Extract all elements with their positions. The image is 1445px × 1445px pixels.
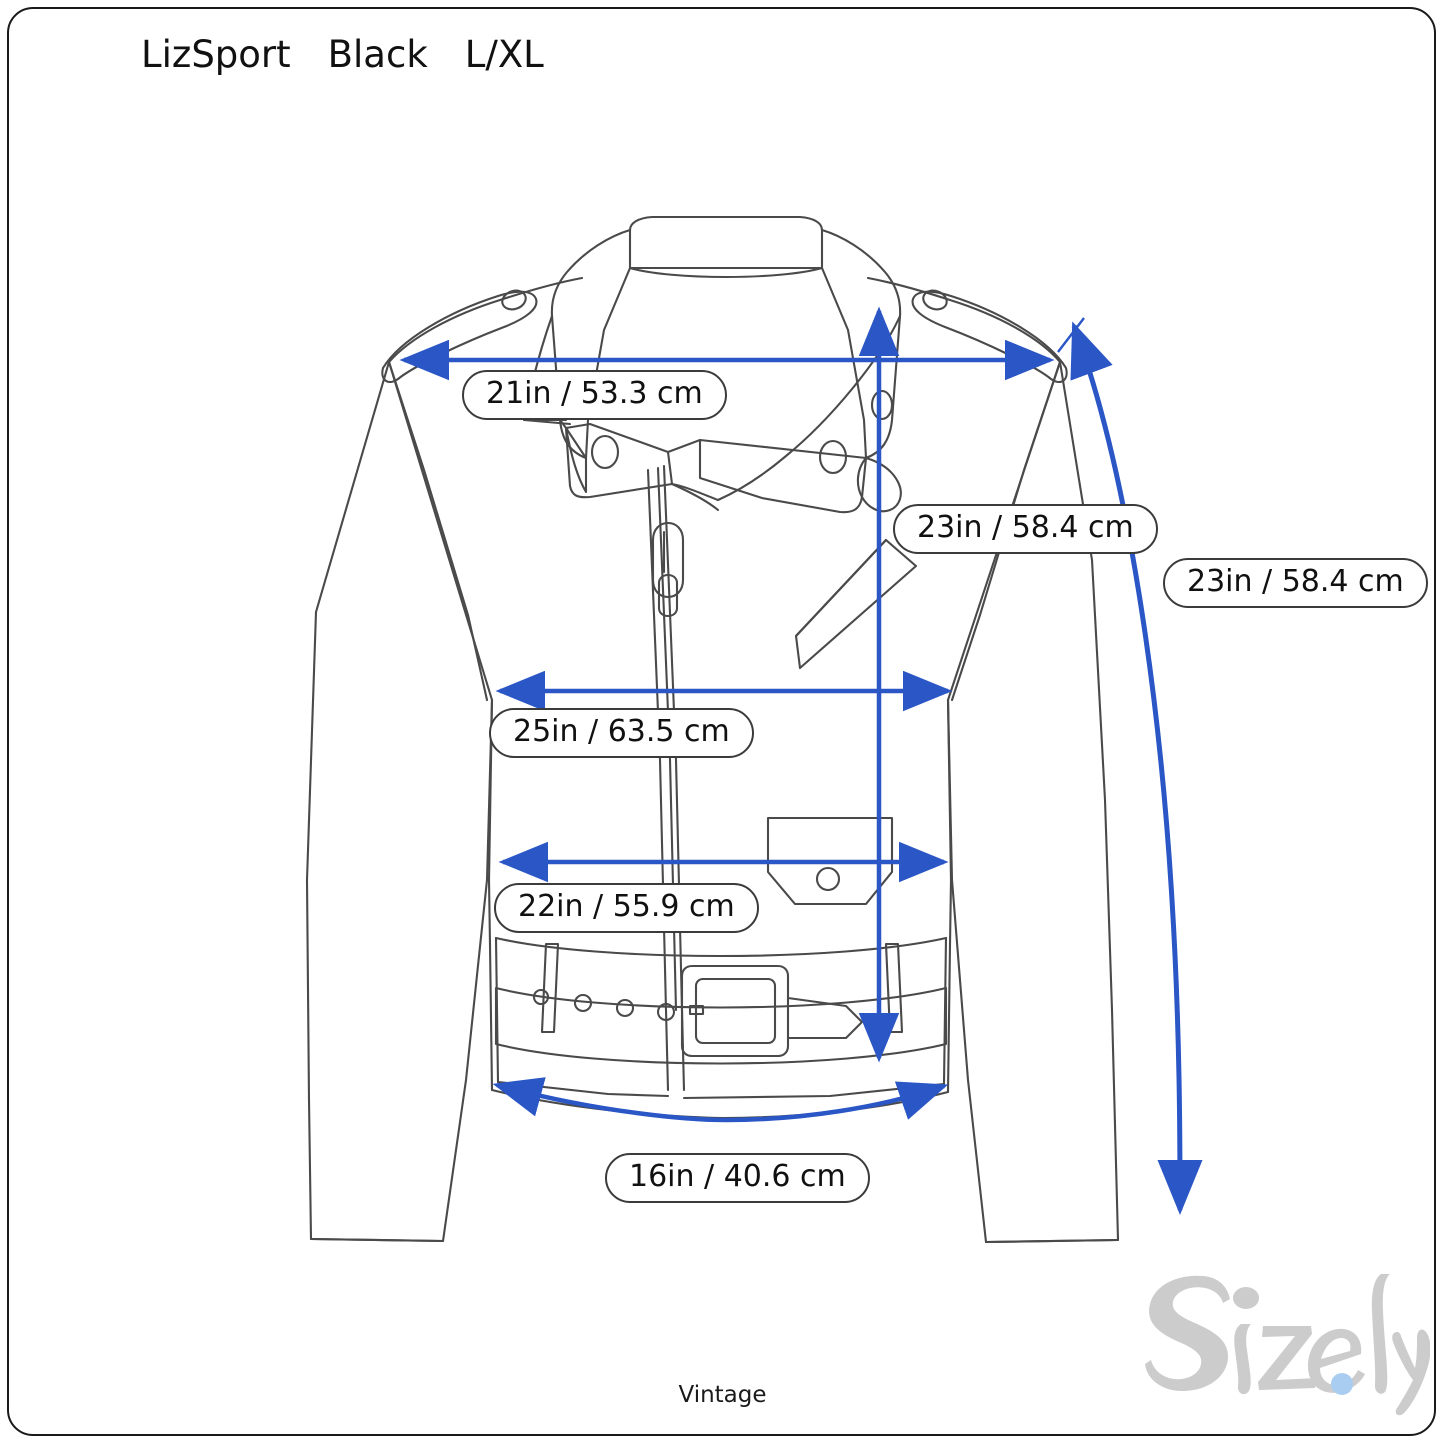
logo-dot-icon: [1331, 1373, 1353, 1395]
sleeve-arrow: [1070, 321, 1203, 1215]
measurement-label-shoulder: 21in / 53.3 cm: [462, 370, 727, 420]
footer-note: Vintage: [678, 1382, 767, 1408]
measurement-label-length: 23in / 58.4 cm: [893, 504, 1158, 554]
sizely-logo: [1145, 1274, 1430, 1416]
measurement-label-chest: 25in / 63.5 cm: [489, 708, 754, 758]
measurement-label-hem: 16in / 40.6 cm: [605, 1153, 870, 1203]
sleeve-tick: [1057, 317, 1085, 353]
measurement-label-sleeve: 23in / 58.4 cm: [1163, 558, 1428, 608]
measurement-label-waist: 22in / 55.9 cm: [494, 883, 759, 933]
hem-arrow: [492, 1077, 949, 1123]
page-title: LizSport Black L/XL: [141, 33, 544, 76]
